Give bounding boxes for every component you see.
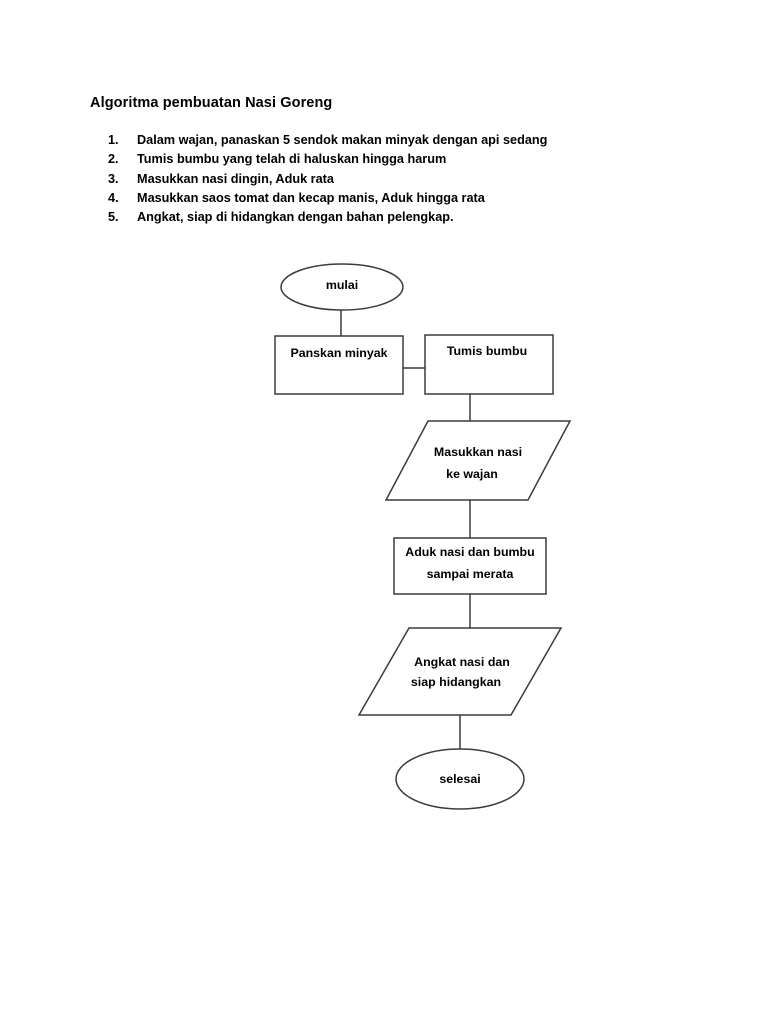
list-item-number: 1. bbox=[108, 133, 119, 147]
list-item: 2. Tumis bumbu yang telah di haluskan hi… bbox=[108, 150, 578, 169]
flow-node-saute[interactable]: Tumis bumbu bbox=[424, 334, 554, 395]
list-item: 1. Dalam wajan, panaskan 5 sendok makan … bbox=[108, 131, 578, 150]
flow-node-start-label: mulai bbox=[326, 278, 358, 292]
flow-node-stir-label-line2: sampai merata bbox=[427, 567, 514, 581]
ellipse-shape bbox=[395, 748, 525, 810]
list-item-text: Masukkan saos tomat dan kecap manis, Adu… bbox=[137, 190, 485, 205]
flow-node-start[interactable]: mulai bbox=[280, 263, 404, 311]
flow-node-serve-label-line2: siap hidangkan bbox=[411, 675, 501, 689]
flow-node-saute-label: Tumis bumbu bbox=[447, 344, 527, 358]
flow-node-add-rice-label-line2: ke wajan bbox=[446, 467, 498, 481]
list-item: 4. Masukkan saos tomat dan kecap manis, … bbox=[108, 189, 578, 208]
flow-node-add-rice[interactable]: Masukkan nasi ke wajan bbox=[384, 420, 572, 501]
rectangle-shape bbox=[274, 335, 404, 395]
list-item-text: Angkat, siap di hidangkan dengan bahan p… bbox=[137, 210, 454, 225]
list-item-number: 4. bbox=[108, 190, 119, 205]
rectangle-shape bbox=[393, 537, 547, 595]
ellipse-shape bbox=[280, 263, 404, 311]
list-item-number: 3. bbox=[108, 171, 119, 186]
parallelogram-shape bbox=[384, 420, 572, 501]
list-item-number: 5. bbox=[108, 210, 119, 225]
flow-node-add-rice-label-line1: Masukkan nasi bbox=[434, 445, 522, 459]
list-item-text: Masukkan nasi dingin, Aduk rata bbox=[137, 171, 334, 186]
list-item-text: Tumis bumbu yang telah di haluskan hingg… bbox=[137, 152, 447, 167]
parallelogram-shape bbox=[357, 627, 563, 716]
page-title: Algoritma pembuatan Nasi Goreng bbox=[90, 95, 333, 111]
flow-node-heat-oil-label: Panskan minyak bbox=[290, 346, 387, 360]
flow-node-stir[interactable]: Aduk nasi dan bumbu sampai merata bbox=[393, 537, 547, 595]
flow-node-end[interactable]: selesai bbox=[395, 748, 525, 810]
list-item: 5. Angkat, siap di hidangkan dengan baha… bbox=[108, 208, 578, 227]
flow-node-serve-label-line1: Angkat nasi dan bbox=[414, 655, 510, 669]
rectangle-shape bbox=[424, 334, 554, 395]
list-item-text: Dalam wajan, panaskan 5 sendok makan min… bbox=[137, 133, 548, 147]
list-item-number: 2. bbox=[108, 152, 119, 167]
flow-node-heat-oil[interactable]: Panskan minyak bbox=[274, 335, 404, 395]
list-item: 3. Masukkan nasi dingin, Aduk rata bbox=[108, 170, 578, 189]
flow-node-serve[interactable]: Angkat nasi dan siap hidangkan bbox=[357, 627, 563, 716]
flow-node-end-label: selesai bbox=[439, 772, 480, 786]
algorithm-steps-list: 1. Dalam wajan, panaskan 5 sendok makan … bbox=[108, 131, 578, 227]
flow-node-stir-label-line1: Aduk nasi dan bumbu bbox=[405, 545, 534, 559]
